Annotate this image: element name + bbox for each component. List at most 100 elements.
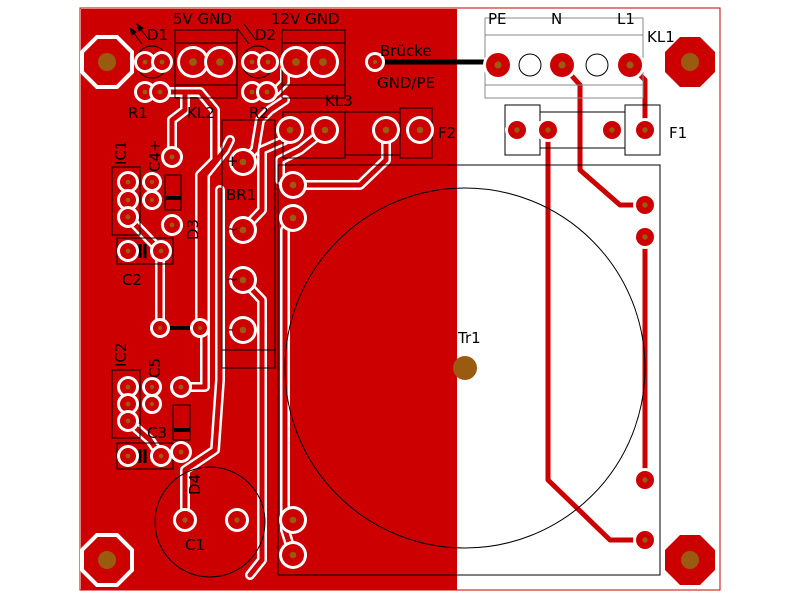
f1-holder-right xyxy=(624,104,661,156)
ic2-label: IC2 xyxy=(112,343,130,367)
drill-hole xyxy=(289,214,297,222)
drill-hole xyxy=(289,551,297,559)
drill-hole xyxy=(216,58,224,66)
drill-hole xyxy=(609,127,615,133)
n-label: N xyxy=(551,10,562,28)
kl2-pins-label: 5V GND xyxy=(173,10,232,28)
drill-hole xyxy=(189,58,197,66)
drill-hole xyxy=(249,89,255,95)
d2-label: D2 xyxy=(255,26,276,44)
drill-hole xyxy=(249,59,255,65)
drill-hole xyxy=(292,58,300,66)
pad xyxy=(633,193,657,217)
drill-hole xyxy=(382,126,390,134)
drill-hole xyxy=(626,61,634,69)
pad xyxy=(505,118,529,142)
kl1-hole xyxy=(518,53,542,77)
pad xyxy=(406,116,434,144)
pad xyxy=(117,376,139,398)
br1-label: BR1 xyxy=(226,186,256,204)
c3-label: C3 xyxy=(147,424,167,442)
tr1-mounting-hole xyxy=(453,356,477,380)
pad xyxy=(600,118,624,142)
d3-label: D3 xyxy=(184,219,202,240)
bridge-label: Brücke xyxy=(380,42,432,60)
drill-hole xyxy=(125,384,131,390)
ic2-outline xyxy=(111,369,141,439)
drill-hole xyxy=(125,179,131,185)
ic1-outline xyxy=(111,166,141,236)
drill-hole xyxy=(239,226,247,234)
pad xyxy=(633,468,657,492)
r2-label: R2 xyxy=(249,104,269,122)
silkscreen xyxy=(111,17,661,578)
drill-hole xyxy=(182,517,188,523)
mounting-hole-top-right xyxy=(665,37,715,87)
pad xyxy=(149,81,171,103)
drill-hole xyxy=(239,326,247,334)
pad xyxy=(307,46,339,78)
pad xyxy=(151,51,173,73)
drill-hole xyxy=(265,59,271,65)
tr1-core-outline xyxy=(284,187,646,549)
drill-hole xyxy=(125,197,131,203)
drill-hole xyxy=(125,214,131,220)
pad xyxy=(204,46,236,78)
pad xyxy=(117,410,139,432)
drill-hole xyxy=(558,61,566,69)
drill-hole xyxy=(157,89,163,95)
pad xyxy=(365,52,385,72)
drill-hole xyxy=(642,127,648,133)
pad xyxy=(117,445,139,467)
tr1-label: Tr1 xyxy=(457,329,481,347)
pad xyxy=(142,172,162,192)
d3-body xyxy=(164,174,182,211)
traces xyxy=(123,59,648,580)
drill-hole xyxy=(642,477,648,483)
bridge-gnd-pe-label: GND/PE xyxy=(377,74,435,92)
f1-label: F1 xyxy=(669,124,687,142)
pad xyxy=(633,528,657,552)
drill-hole xyxy=(158,248,164,254)
drill-hole xyxy=(642,202,648,208)
pad xyxy=(229,316,257,344)
f2-label: F2 xyxy=(438,124,456,142)
drill-hole xyxy=(149,384,155,390)
pad xyxy=(615,50,645,80)
drill-hole xyxy=(149,401,155,407)
pad xyxy=(241,51,263,73)
pad xyxy=(117,393,139,415)
pad xyxy=(229,148,257,176)
r1-label: R1 xyxy=(128,104,148,122)
drill-hole xyxy=(178,449,184,455)
led-arrows-icon xyxy=(129,22,150,45)
tr1-outline xyxy=(277,164,661,576)
br1-plus-label: + xyxy=(226,152,239,170)
kl3-pins-label: 12V GND xyxy=(271,10,340,28)
br1-ac2-label: ~ xyxy=(226,270,239,288)
drill-hole xyxy=(514,127,520,133)
l1-label: L1 xyxy=(617,10,635,28)
drill-hole xyxy=(125,401,131,407)
pad xyxy=(150,445,172,467)
pad xyxy=(173,508,197,532)
drill-hole xyxy=(169,154,175,160)
drill-hole xyxy=(159,59,165,65)
br1-ac1-label: ~ xyxy=(226,220,239,238)
d1-label: D1 xyxy=(147,26,168,44)
pad xyxy=(280,46,312,78)
pad xyxy=(372,116,400,144)
pads xyxy=(117,46,657,569)
kl2-label: KL2 xyxy=(187,104,215,122)
drill-hole xyxy=(545,127,551,133)
mounting-hole-bottom-right xyxy=(665,535,715,585)
pad xyxy=(279,171,307,199)
pad xyxy=(536,118,560,142)
pad xyxy=(190,318,210,338)
pad xyxy=(170,441,192,463)
labels: 5V GND 12V GND D1 D2 R1 R2 KL2 KL3 Brück… xyxy=(112,10,687,554)
drill-hole xyxy=(289,181,297,189)
mounting-holes xyxy=(80,35,715,587)
pad xyxy=(150,240,172,262)
